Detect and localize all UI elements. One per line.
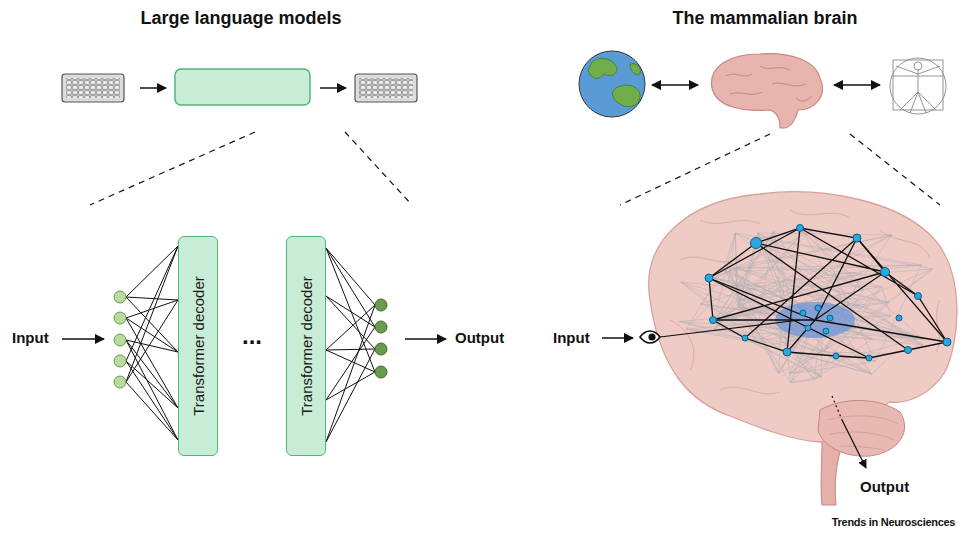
input-neurons <box>114 291 126 388</box>
flow-arrow <box>140 87 166 89</box>
stroke <box>126 361 178 440</box>
stroke <box>326 349 375 350</box>
stroke <box>326 248 375 305</box>
block-label: Transformer decoder <box>190 276 207 416</box>
stroke <box>326 248 375 372</box>
stroke <box>326 350 375 372</box>
stroke <box>734 265 921 268</box>
stroke <box>126 246 178 297</box>
stroke <box>735 233 738 308</box>
stroke <box>681 282 889 302</box>
zoom-line <box>850 134 940 205</box>
stroke <box>126 318 178 352</box>
stroke <box>326 296 375 349</box>
stroke <box>725 270 779 272</box>
stroke <box>735 233 921 265</box>
stroke <box>126 297 178 300</box>
stroke <box>882 287 891 317</box>
keyboard-icon <box>355 74 417 102</box>
stroke <box>728 269 933 286</box>
stroke <box>686 329 755 340</box>
brain-icon <box>712 54 823 128</box>
exchange-arrow <box>834 84 880 86</box>
output-pathway <box>832 396 842 420</box>
keyboard-icon <box>62 74 124 102</box>
zoom-line <box>90 132 255 205</box>
journal-watermark: Trends in Neurosciences <box>832 516 955 528</box>
stroke <box>784 265 922 280</box>
stroke <box>126 246 178 382</box>
stroke <box>126 340 178 440</box>
brain-network-nodes <box>705 225 951 362</box>
block-label: Transformer decoder <box>298 276 315 416</box>
brain-illustration <box>649 192 957 505</box>
exchange-arrow <box>652 84 698 86</box>
output-label: Output <box>455 329 504 346</box>
globe-icon <box>579 51 645 117</box>
output-arrow <box>405 338 446 340</box>
stroke <box>803 269 862 273</box>
stroke <box>758 233 923 345</box>
input-connections <box>126 246 178 440</box>
vitruvian-figure <box>890 58 946 114</box>
brain-network-links <box>709 228 947 358</box>
output-connections <box>326 248 375 442</box>
ellipsis: ... <box>242 322 262 350</box>
stroke <box>126 382 178 440</box>
stroke <box>126 246 178 361</box>
stroke <box>126 300 178 382</box>
input-arrow <box>602 337 633 339</box>
panel-heading: Large language models <box>140 8 341 29</box>
stroke <box>725 271 778 373</box>
zoom-line <box>620 134 770 205</box>
stroke <box>326 248 375 327</box>
llm-box <box>175 69 310 105</box>
decoder-block: Transformer decoder <box>178 236 218 456</box>
output-neurons <box>375 299 387 378</box>
input-label: Input <box>12 329 49 346</box>
stroke <box>723 235 892 270</box>
input-arrow <box>62 338 104 340</box>
stroke <box>758 233 892 235</box>
zoom-line <box>345 132 412 205</box>
stroke <box>811 231 834 273</box>
stroke <box>765 235 892 308</box>
flow-arrow <box>320 87 346 89</box>
output-arrow <box>842 420 866 468</box>
input-label: Input <box>553 329 590 346</box>
stroke <box>741 238 757 314</box>
eye-symbol <box>640 331 660 343</box>
stroke <box>857 269 933 328</box>
stroke <box>326 349 375 442</box>
panel-heading: The mammalian brain <box>672 8 857 29</box>
stroke <box>714 233 736 323</box>
decoder-block: Transformer decoder <box>286 236 326 456</box>
stroke <box>791 377 822 383</box>
stroke <box>326 372 375 400</box>
output-label: Output <box>860 478 909 495</box>
stroke <box>686 329 767 345</box>
input-pathway <box>660 320 800 337</box>
stroke <box>126 340 178 408</box>
stroke <box>326 305 375 442</box>
